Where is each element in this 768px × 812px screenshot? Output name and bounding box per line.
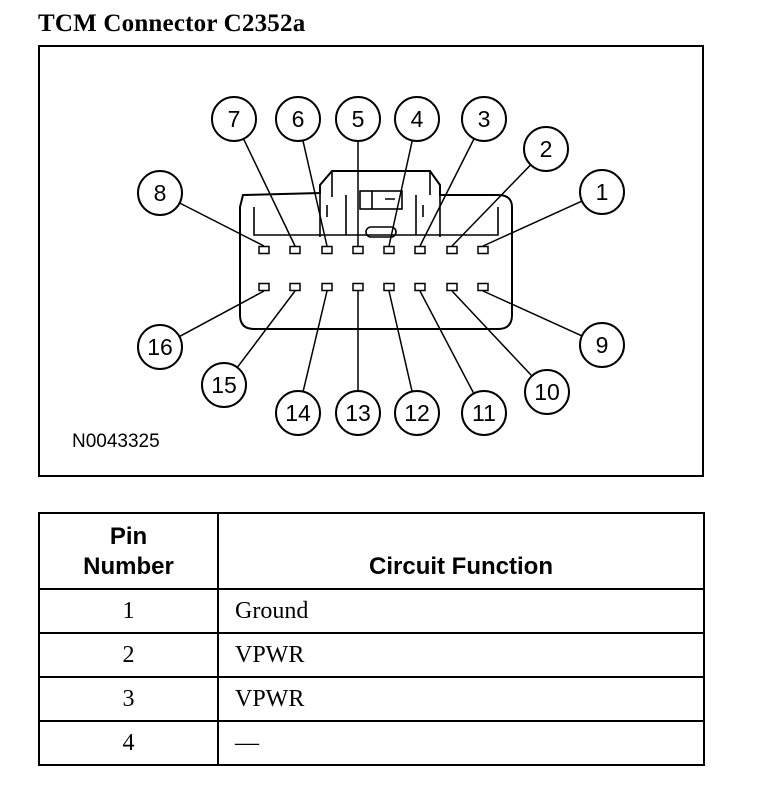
pin-callout-circle-10 <box>524 369 570 415</box>
pin-slot-16 <box>258 282 270 292</box>
table-row: 1 Ground <box>38 588 705 634</box>
leader-line-16 <box>179 290 265 338</box>
pin-number-cell: 4 <box>38 720 219 766</box>
leader-line-8 <box>179 202 265 247</box>
leader-line-6 <box>302 140 328 247</box>
pin-number-cell: 1 <box>38 588 219 634</box>
leader-line-2 <box>451 164 532 247</box>
pin-callout-label-5: 5 <box>352 106 365 132</box>
pin-slot-9 <box>477 282 489 292</box>
connector-diagram: 8 7 6 5 4 3 2 1 16 15 14 13 12 11 10 9 N0043325 <box>38 45 704 477</box>
figure-id-label: N0043325 <box>72 431 160 452</box>
circuit-function-cell: — <box>217 720 705 766</box>
leader-lines <box>179 138 583 394</box>
pin-slot-5 <box>352 245 364 255</box>
pin-callout-label-11: 11 <box>472 400 496 426</box>
pin-callout-label-13: 13 <box>345 400 371 426</box>
pin-callout-label-8: 8 <box>154 180 167 206</box>
table-row: 2 VPWR <box>38 632 705 678</box>
pin-callout-label-2: 2 <box>540 136 553 162</box>
circuit-function-cell: VPWR <box>217 632 705 678</box>
pin-callout-circle-8 <box>137 170 183 216</box>
pin-slot-15 <box>289 282 301 292</box>
pin-slot-4 <box>383 245 395 255</box>
pin-number-cell: 3 <box>38 676 219 722</box>
pin-slot-2 <box>446 245 458 255</box>
pin-callout-label-10: 10 <box>534 379 560 405</box>
pin-slot-12 <box>383 282 395 292</box>
leader-line-10 <box>451 290 533 377</box>
table-row: 4 — <box>38 720 705 766</box>
pin-callout-circle-16 <box>137 324 183 370</box>
pin-slot-11 <box>414 282 426 292</box>
leader-line-1 <box>482 200 583 247</box>
pin-callout-label-12: 12 <box>404 400 430 426</box>
leader-line-11 <box>419 290 475 394</box>
pin-slot-3 <box>414 245 426 255</box>
table-header-row: Pin Number Circuit Function <box>38 512 705 590</box>
connector-diagram-svg: 8 7 6 5 4 3 2 1 16 15 14 13 12 11 10 9 N0043325 <box>72 96 625 452</box>
pin-callout-circle-11 <box>461 390 507 436</box>
leader-line-12 <box>388 290 413 392</box>
pin-callout-label-9: 9 <box>596 332 609 358</box>
pin-number-header: Pin Number <box>38 512 219 590</box>
leader-line-7 <box>242 138 296 247</box>
pin-callout-circle-9 <box>579 322 625 368</box>
circuit-function-cell: Ground <box>217 588 705 634</box>
pin-callout-label-3: 3 <box>478 106 491 132</box>
leader-line-14 <box>302 290 328 392</box>
pin-slots <box>258 245 489 292</box>
pin-callout-circle-3 <box>461 96 507 142</box>
pin-callout-circle-12 <box>394 390 440 436</box>
leader-line-4 <box>388 140 413 247</box>
pin-slot-13 <box>352 282 364 292</box>
connector-latch <box>253 171 499 238</box>
pin-callout-label-6: 6 <box>292 106 305 132</box>
page-title: TCM Connector C2352a <box>38 10 306 37</box>
pin-function-table: Pin Number Circuit Function 1 Ground 2 V… <box>38 512 705 766</box>
pin-callout-circle-7 <box>211 96 257 142</box>
pin-callout-circle-15 <box>201 362 247 408</box>
pin-callout-circle-13 <box>335 390 381 436</box>
pin-slot-14 <box>321 282 333 292</box>
pin-callout-circle-4 <box>394 96 440 142</box>
pin-callout-label-1: 1 <box>596 179 609 205</box>
pin-callout-label-14: 14 <box>285 400 311 426</box>
leader-line-9 <box>482 290 583 337</box>
pin-callout-circle-5 <box>335 96 381 142</box>
pin-callout-label-16: 16 <box>147 334 173 360</box>
pin-slot-1 <box>477 245 489 255</box>
pin-callouts: 8 7 6 5 4 3 2 1 16 15 14 13 12 11 10 9 <box>137 96 625 436</box>
pin-callout-circle-14 <box>275 390 321 436</box>
pin-callout-circle-6 <box>275 96 321 142</box>
table-row: 3 VPWR <box>38 676 705 722</box>
pin-callout-label-4: 4 <box>411 106 424 132</box>
pin-number-cell: 2 <box>38 632 219 678</box>
pin-callout-label-7: 7 <box>228 106 241 132</box>
pin-slot-6 <box>321 245 333 255</box>
circuit-function-header: Circuit Function <box>217 512 705 590</box>
pin-slot-7 <box>289 245 301 255</box>
pin-callout-circle-2 <box>523 126 569 172</box>
pin-callout-label-15: 15 <box>211 372 237 398</box>
leader-line-15 <box>236 290 296 368</box>
leader-line-3 <box>419 138 475 247</box>
circuit-function-cell: VPWR <box>217 676 705 722</box>
pin-callout-circle-1 <box>579 169 625 215</box>
pin-slot-10 <box>446 282 458 292</box>
connector-housing <box>239 170 513 330</box>
pin-slot-8 <box>258 245 270 255</box>
